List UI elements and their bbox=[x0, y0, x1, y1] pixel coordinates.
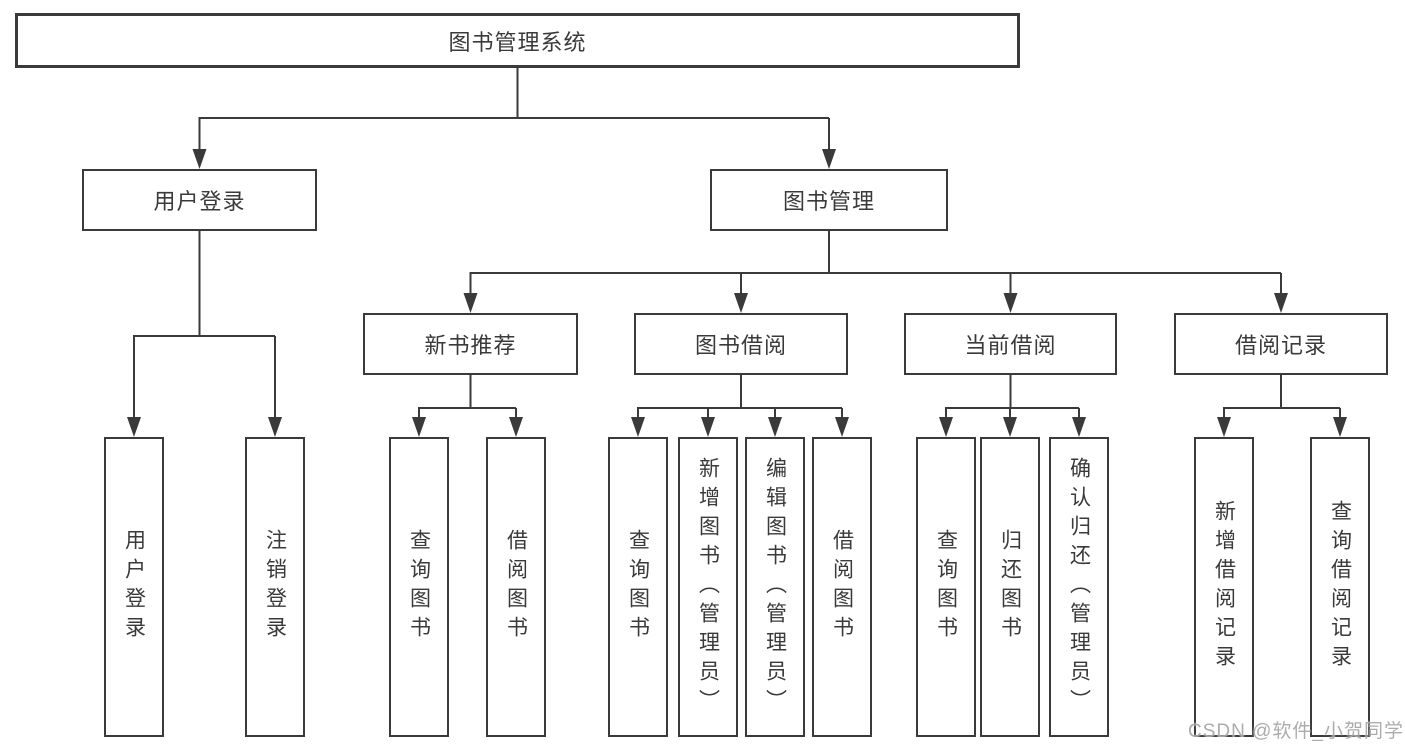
leaf-return-books: 归还图书 bbox=[980, 437, 1040, 737]
leaf-label: 查询图书 bbox=[626, 529, 650, 645]
leaf-confirm-return-admin: 确认归还（管理员） bbox=[1049, 437, 1109, 737]
leaf-logout: 注销登录 bbox=[245, 437, 305, 737]
leaf-add-borrow-record: 新增借阅记录 bbox=[1194, 437, 1254, 737]
leaf-borrow-books: 借阅图书 bbox=[812, 437, 872, 737]
leaf-label: 查询图书 bbox=[934, 529, 958, 645]
leaf-label: 借阅图书 bbox=[504, 529, 528, 645]
node-borrow-records: 借阅记录 bbox=[1174, 313, 1388, 375]
node-current-borrow: 当前借阅 bbox=[904, 313, 1117, 375]
node-book-management: 图书管理 bbox=[710, 169, 948, 231]
leaf-user-login-label: 用户登录 bbox=[122, 529, 146, 645]
arrowheads bbox=[127, 149, 1347, 437]
node-library-management-system: 图书管理系统 bbox=[15, 13, 1020, 68]
leaf-label: 借阅图书 bbox=[830, 529, 854, 645]
leaf-query-books-borrow: 查询图书 bbox=[608, 437, 668, 737]
leaf-label: 确认归还（管理员） bbox=[1067, 456, 1091, 718]
leaf-label: 查询借阅记录 bbox=[1328, 500, 1352, 674]
node-user-login: 用户登录 bbox=[82, 169, 317, 231]
leaf-add-books-admin: 新增图书（管理员） bbox=[678, 437, 738, 737]
leaf-query-borrow-record: 查询借阅记录 bbox=[1310, 437, 1370, 737]
leaf-label: 编辑图书（管理员） bbox=[763, 456, 787, 718]
leaf-query-books-recommend: 查询图书 bbox=[389, 437, 449, 737]
csdn-watermark: CSDN @软件_小贺同学 bbox=[1188, 721, 1404, 742]
leaf-logout-label: 注销登录 bbox=[263, 529, 287, 645]
leaf-label: 查询图书 bbox=[407, 529, 431, 645]
leaf-user-login: 用户登录 bbox=[104, 437, 164, 737]
node-book-borrow: 图书借阅 bbox=[634, 313, 848, 375]
leaf-borrow-books-recommend: 借阅图书 bbox=[486, 437, 546, 737]
leaf-edit-books-admin: 编辑图书（管理员） bbox=[745, 437, 805, 737]
leaf-query-books-current: 查询图书 bbox=[916, 437, 976, 737]
leaf-label: 新增借阅记录 bbox=[1212, 500, 1236, 674]
leaf-label: 新增图书（管理员） bbox=[696, 456, 720, 718]
leaf-label: 归还图书 bbox=[998, 529, 1022, 645]
node-new-book-recommend: 新书推荐 bbox=[363, 313, 578, 375]
